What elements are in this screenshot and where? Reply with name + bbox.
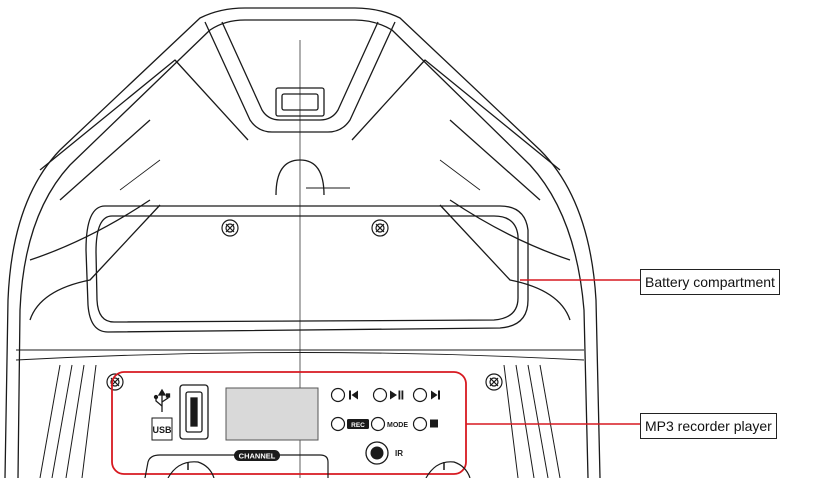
mp3-highlight-frame — [111, 371, 467, 475]
ir-receiver — [365, 441, 389, 465]
mode-button[interactable] — [370, 416, 386, 432]
rec-button[interactable] — [330, 416, 346, 432]
mp3-recorder-callout: MP3 recorder player — [640, 413, 777, 439]
usb-port[interactable] — [179, 384, 209, 440]
channel-label: CHANNEL — [239, 452, 276, 461]
screw-icon — [106, 219, 503, 391]
usb-label: USB — [152, 425, 172, 435]
play-pause-icon — [390, 390, 404, 400]
lcd-display — [225, 387, 319, 441]
previous-button[interactable] — [330, 387, 346, 403]
play-pause-button[interactable] — [372, 387, 388, 403]
stop-icon — [430, 419, 438, 428]
ir-label: IR — [395, 449, 403, 458]
mode-label: MODE — [387, 422, 408, 429]
channel-badge — [234, 450, 280, 461]
rec-label: REC — [351, 422, 365, 429]
usb-icon — [153, 388, 171, 412]
stop-button[interactable] — [412, 416, 428, 432]
battery-compartment — [85, 205, 529, 333]
next-icon — [431, 390, 440, 400]
next-button[interactable] — [412, 387, 428, 403]
battery-compartment-callout: Battery compartment — [640, 269, 780, 295]
rec-badge — [347, 419, 369, 429]
previous-icon — [349, 390, 358, 400]
mp3-recorder-panel: USB — [111, 371, 471, 478]
